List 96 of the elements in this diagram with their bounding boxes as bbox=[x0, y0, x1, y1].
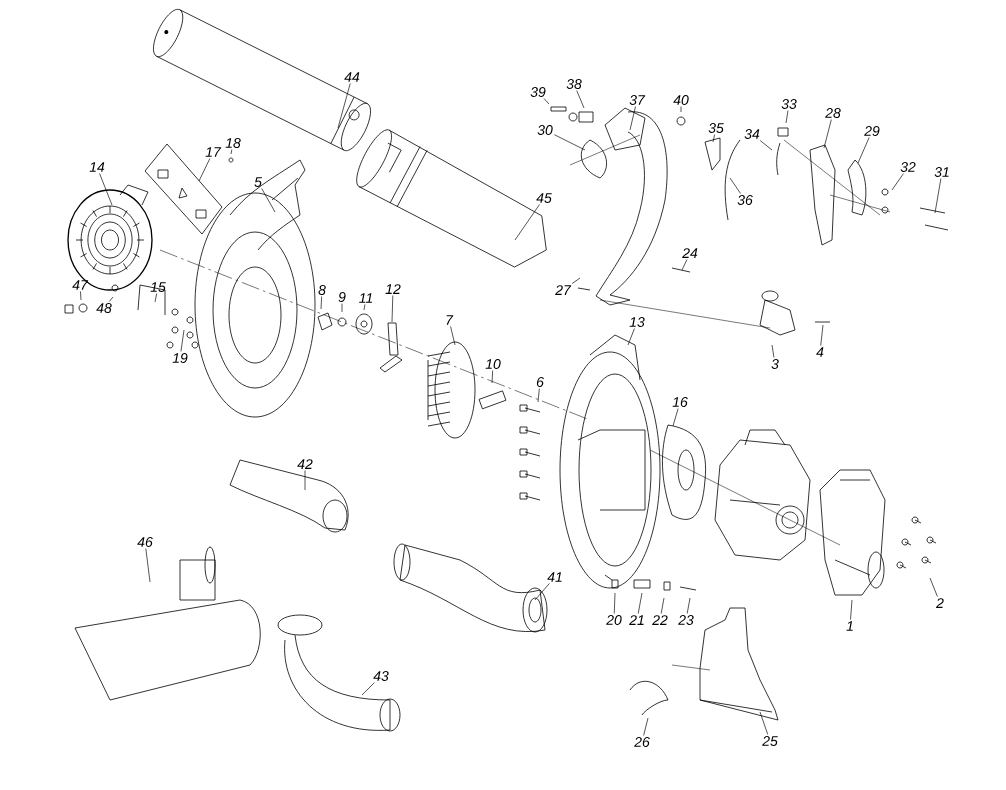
callout-number: 37 bbox=[629, 95, 646, 105]
leader-line bbox=[857, 137, 870, 164]
leader-line bbox=[363, 304, 366, 311]
callout-number: 48 bbox=[96, 303, 112, 313]
leader-line bbox=[660, 597, 665, 614]
callout-number: 24 bbox=[682, 248, 698, 258]
callout-number: 32 bbox=[900, 162, 916, 172]
callout-number: 6 bbox=[536, 377, 544, 387]
callout-number: 13 bbox=[629, 317, 645, 327]
leader-line bbox=[681, 259, 688, 271]
callout-number: 34 bbox=[744, 129, 760, 139]
callout-number: 31 bbox=[934, 167, 949, 177]
callout-number: 22 bbox=[652, 615, 668, 625]
callout-number: 27 bbox=[555, 285, 572, 295]
leader-line bbox=[934, 178, 942, 214]
leader-line bbox=[729, 177, 741, 194]
callout-number: 11 bbox=[359, 293, 373, 303]
leader-line bbox=[341, 303, 343, 313]
leader-line bbox=[823, 119, 832, 149]
leader-line bbox=[637, 592, 643, 614]
leader-line bbox=[554, 134, 586, 151]
callout-number: 20 bbox=[606, 615, 622, 625]
leader-line bbox=[320, 296, 322, 310]
callout-number: 25 bbox=[762, 736, 778, 746]
leader-line bbox=[785, 110, 789, 124]
callout-number: 12 bbox=[385, 284, 401, 294]
callout-number: 1 bbox=[846, 621, 853, 631]
callout-number: 14 bbox=[89, 162, 105, 172]
callout-number: 23 bbox=[678, 615, 694, 625]
leader-line bbox=[850, 599, 853, 620]
leader-line bbox=[820, 324, 824, 346]
leader-line bbox=[759, 140, 773, 151]
callout-number: 40 bbox=[673, 95, 689, 105]
leader-line bbox=[304, 470, 306, 491]
callout-number: 44 bbox=[344, 72, 360, 82]
leader-line bbox=[180, 329, 185, 352]
leader-line bbox=[391, 295, 394, 323]
callout-number: 3 bbox=[771, 359, 779, 369]
leader-line bbox=[771, 344, 775, 358]
leader-line bbox=[891, 173, 904, 191]
callout-number: 16 bbox=[672, 397, 688, 407]
callout-number: 39 bbox=[530, 87, 546, 97]
leader-line bbox=[629, 106, 636, 131]
callout-number: 4 bbox=[816, 347, 824, 357]
leader-line bbox=[109, 296, 114, 302]
leader-line bbox=[686, 597, 691, 614]
callout-number: 15 bbox=[150, 282, 166, 292]
leader-line bbox=[613, 592, 616, 614]
leader-line bbox=[534, 583, 550, 601]
leader-line bbox=[543, 98, 550, 105]
leader-line bbox=[230, 149, 233, 155]
callout-number: 10 bbox=[485, 359, 501, 369]
callout-number: 42 bbox=[297, 459, 313, 469]
callout-number: 45 bbox=[536, 193, 552, 203]
leader-line bbox=[627, 328, 635, 346]
leader-line bbox=[491, 370, 493, 384]
callout-number: 43 bbox=[373, 671, 389, 681]
leader-line bbox=[759, 711, 769, 735]
leader-line bbox=[571, 277, 581, 284]
callout-number: 33 bbox=[781, 99, 797, 109]
callout-number: 29 bbox=[864, 126, 880, 136]
leader-line bbox=[672, 408, 679, 427]
callout-number: 30 bbox=[537, 125, 553, 135]
leader-line bbox=[361, 682, 375, 696]
callout-number: 18 bbox=[225, 138, 241, 148]
callout-number: 7 bbox=[446, 315, 454, 325]
callout-number: 46 bbox=[137, 537, 153, 547]
leader-line bbox=[929, 577, 938, 597]
callout-number: 9 bbox=[338, 292, 346, 302]
leader-line bbox=[80, 291, 82, 301]
leader-line bbox=[154, 293, 158, 303]
leader-line bbox=[712, 134, 715, 143]
callout-number: 19 bbox=[172, 353, 188, 363]
leader-line bbox=[198, 158, 211, 182]
callout-number: 8 bbox=[318, 285, 326, 295]
callout-number: 36 bbox=[737, 195, 753, 205]
callout-number: 26 bbox=[634, 737, 650, 747]
callout-number: 28 bbox=[825, 108, 841, 118]
leader-line bbox=[261, 188, 276, 213]
callout-number: 5 bbox=[254, 177, 262, 187]
leader-line bbox=[576, 90, 585, 109]
leader-line bbox=[145, 548, 151, 583]
callout-number: 21 bbox=[629, 615, 644, 625]
leader-line bbox=[537, 388, 540, 403]
leader-line bbox=[450, 326, 456, 346]
callout-number: 17 bbox=[205, 147, 222, 157]
callout-number: 47 bbox=[72, 280, 89, 290]
leader-line bbox=[99, 173, 113, 206]
callout-number: 2 bbox=[936, 598, 944, 608]
callout-number: 38 bbox=[566, 79, 582, 89]
leader-line bbox=[514, 204, 540, 241]
leader-line bbox=[643, 717, 649, 736]
leader-line bbox=[337, 83, 351, 129]
callout-number: 35 bbox=[708, 123, 724, 133]
callout-number: 41 bbox=[547, 572, 562, 582]
leader-line bbox=[680, 106, 682, 113]
